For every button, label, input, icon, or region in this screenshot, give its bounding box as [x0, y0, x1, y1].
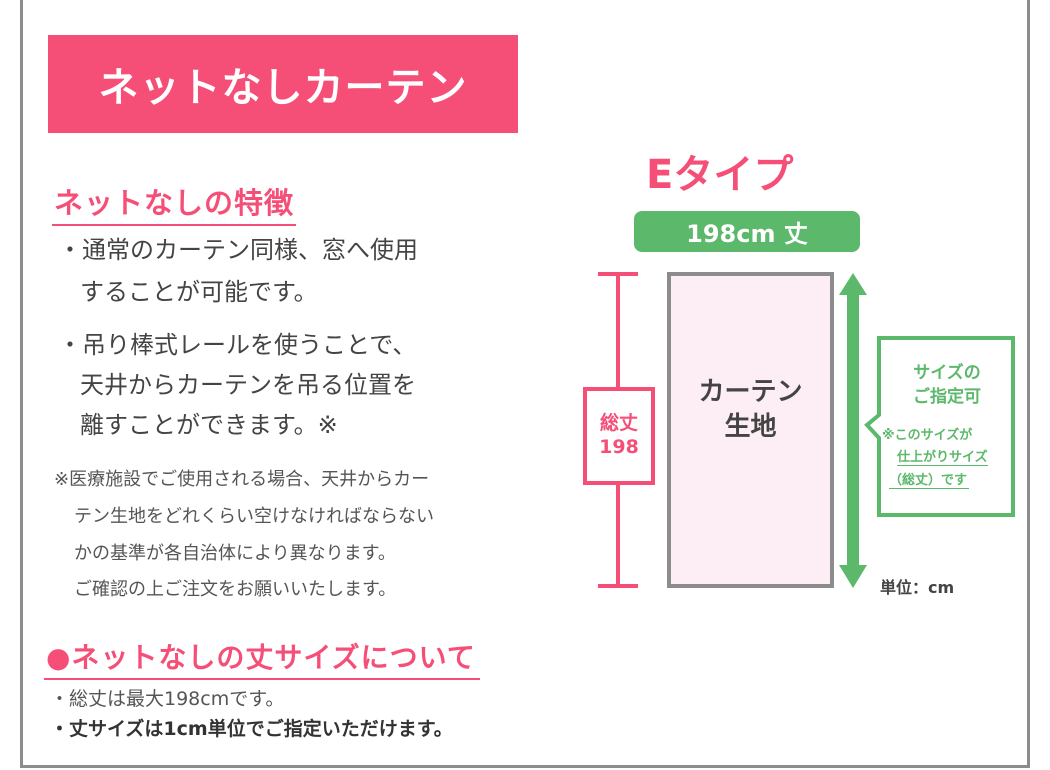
total-length-value: 198: [599, 436, 639, 458]
feature-bullet-2-line-1: ・吊り棒式レールを使うことで、: [58, 331, 417, 359]
feature-bullet-2-line-2: 天井からカーテンを吊る位置を: [80, 371, 416, 399]
callout-note-2: 仕上がりサイズ: [897, 446, 988, 466]
size-line-2: ・丈サイズは1cm単位でご指定いただけます。: [50, 718, 453, 740]
feature-bullet-1-line-2: することが可能です。: [80, 278, 318, 306]
note-line-4: ご確認の上ご注文をお願いいたします。: [74, 579, 397, 600]
outer-frame: [20, 0, 1030, 768]
note-line-1: ※医療施設でご使用される場合、天井からカー: [54, 469, 430, 490]
curtain-label-2: 生地: [724, 412, 777, 442]
features-heading: ネットなしの特徴: [52, 180, 297, 226]
curtain-label-1: カーテン: [698, 376, 803, 407]
callout-line-1: サイズの: [913, 363, 981, 383]
note-line-2: テン生地をどれくらい空けなければならない: [74, 506, 434, 527]
curtain-fabric: カーテン 生地: [667, 272, 834, 588]
total-length-label: 総丈: [599, 412, 638, 435]
green-double-arrow: [839, 273, 867, 588]
type-title: Eタイプ: [646, 152, 794, 198]
feature-bullet-2-line-3: 離すことができます。※: [80, 411, 338, 439]
size-line-1: ・総丈は最大198cmです。: [50, 688, 285, 710]
callout-note-3: （総丈）です: [889, 469, 970, 489]
callout-box: [864, 336, 1015, 517]
total-length-box: 総丈 198: [583, 387, 655, 485]
callout-note-1: ※このサイズが: [882, 428, 973, 443]
title-banner: ネットなしカーテン: [48, 35, 518, 133]
callout-line-2: ご指定可: [913, 386, 981, 407]
note-line-3: かの基準が各自治体により異なります。: [74, 543, 396, 564]
callout-title: サイズの ご指定可: [880, 362, 1014, 410]
size-heading: ●ネットなしの丈サイズについて: [44, 636, 480, 680]
length-badge: 198cm 丈: [634, 211, 860, 252]
feature-bullet-1-line-1: ・通常のカーテン同様、窓へ使用: [58, 236, 418, 264]
unit-label: 単位：cm: [880, 578, 955, 597]
